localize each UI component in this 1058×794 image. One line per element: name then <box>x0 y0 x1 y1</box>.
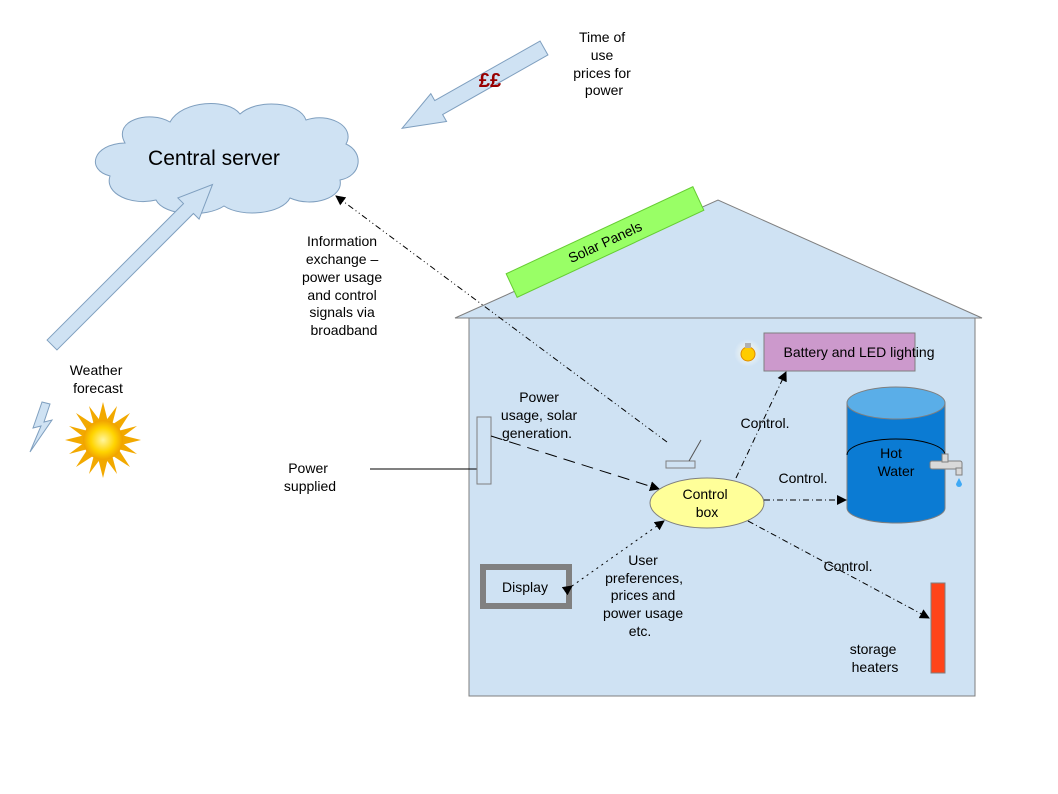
central-server-label: Central server <box>148 147 280 170</box>
battery-led-label: Battery and LED lighting <box>784 344 935 360</box>
storage-heaters-label: storage heaters <box>850 641 901 675</box>
control-label-battery: Control. <box>740 415 789 431</box>
power-supplied-label: Power supplied <box>284 460 336 494</box>
storage-heater <box>930 582 946 674</box>
power-meter <box>476 416 492 485</box>
hot-water-tank: Hot Water <box>846 386 946 524</box>
display-label: Display <box>502 579 548 595</box>
info-exchange-line <box>335 195 668 443</box>
central-server-cloud: Central server <box>94 103 359 215</box>
weather-arrow <box>46 183 214 351</box>
meter-to-control-line <box>490 435 660 492</box>
tap-icon <box>929 453 963 487</box>
hot-water-label: Hot Water <box>878 445 915 479</box>
house-roof <box>454 199 983 319</box>
display-control-line <box>561 520 665 596</box>
control-box: Control box <box>649 477 765 529</box>
control-label-heaters: Control. <box>823 558 872 574</box>
power-usage-label: Power usage, solar generation. <box>501 389 581 441</box>
info-exchange-label: Information exchange – power usage and c… <box>302 233 386 338</box>
user-prefs-label: User preferences, prices and power usage… <box>603 552 687 639</box>
control-to-heaters-line <box>747 520 930 619</box>
router-icon <box>665 439 702 469</box>
bulb-icon <box>740 343 756 362</box>
prices-arrow <box>400 40 549 129</box>
lightning-icon <box>29 401 54 453</box>
battery-led-box <box>763 332 916 372</box>
display-unit: Display <box>480 564 572 609</box>
weather-label: Weather forecast <box>70 362 127 396</box>
time-of-use-label: Time of use prices for power <box>573 29 634 98</box>
sun-icon <box>65 402 141 478</box>
pound-symbol: ££ <box>479 70 501 92</box>
control-label-hotwater: Control. <box>778 470 827 486</box>
control-box-label: Control box <box>682 486 731 520</box>
